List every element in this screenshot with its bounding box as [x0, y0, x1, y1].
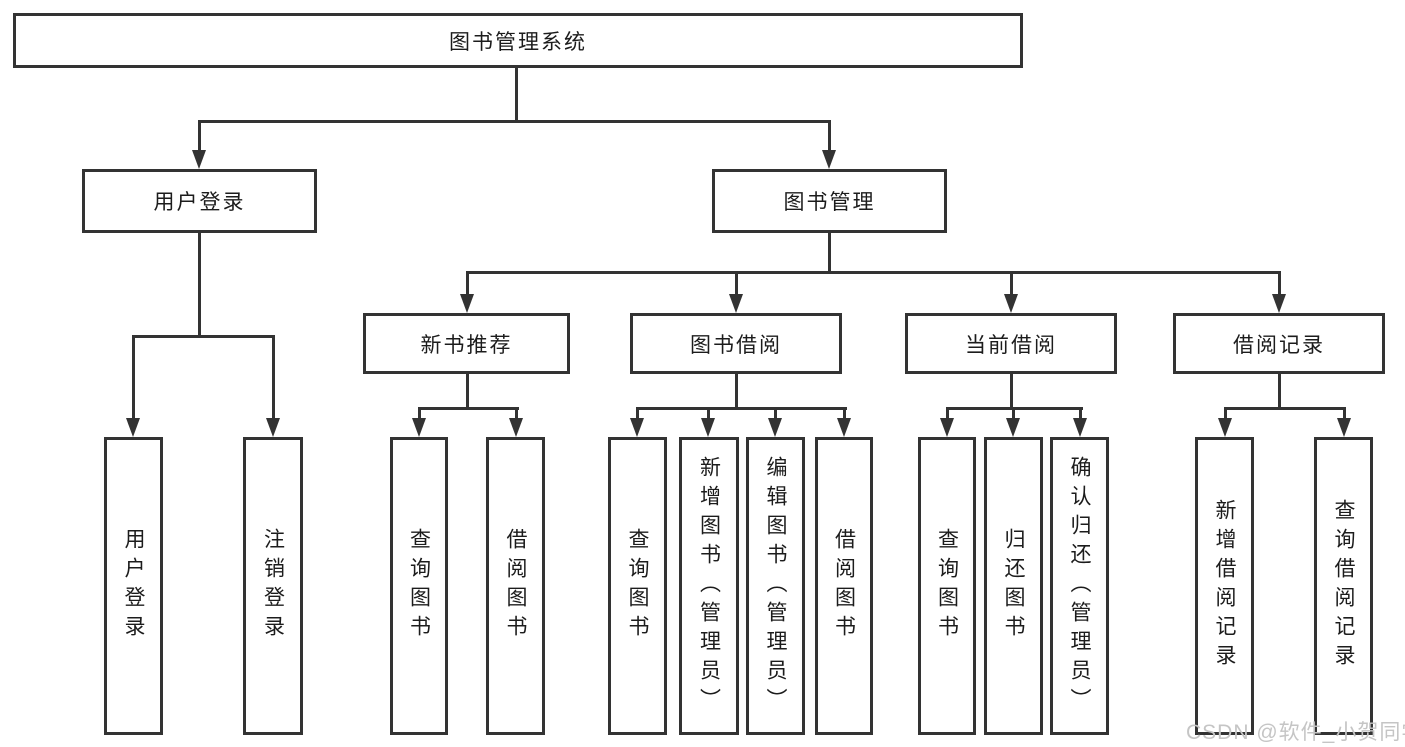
node-user-login-label: 用户登录	[153, 191, 246, 214]
connector-stem-new-books	[466, 374, 469, 407]
connector-rail-root	[198, 120, 831, 123]
leaf-return-book: 归还图书	[984, 437, 1043, 735]
leaf-user-login: 用户登录	[104, 437, 163, 735]
node-book-management-label: 图书管理	[783, 191, 876, 214]
connector-drop	[1012, 407, 1015, 420]
leaf-edit-book-admin: 编辑图书（管理员）	[746, 437, 805, 735]
leaf-logout: 注销登录	[243, 437, 303, 735]
arrow-down-icon	[837, 418, 851, 437]
arrow-down-icon	[701, 418, 715, 437]
arrow-down-icon	[1218, 418, 1232, 437]
connector-rail-book-borrow	[636, 407, 847, 410]
connector-drop	[946, 407, 949, 420]
connector-drop	[1278, 271, 1281, 296]
arrow-down-icon	[729, 294, 743, 313]
connector-drop	[466, 271, 469, 296]
connector-drop	[418, 407, 421, 420]
leaf-query-books-recommend-label: 查询图书	[407, 528, 431, 644]
connector-drop	[132, 335, 135, 420]
arrow-down-icon	[192, 150, 206, 169]
connector-drop	[1010, 271, 1013, 296]
arrow-down-icon	[126, 418, 140, 437]
node-root-system: 图书管理系统	[13, 13, 1023, 68]
node-root-label: 图书管理系统	[449, 30, 587, 54]
connector-drop	[828, 120, 831, 152]
arrow-down-icon	[940, 418, 954, 437]
arrow-down-icon	[1006, 418, 1020, 437]
leaf-query-books-borrow: 查询图书	[608, 437, 667, 735]
node-current-borrow-label: 当前借阅	[965, 333, 1057, 357]
node-current-borrow: 当前借阅	[905, 313, 1117, 374]
leaf-logout-label: 注销登录	[261, 528, 285, 644]
connector-rail-borrow-records	[1224, 407, 1346, 410]
leaf-add-book-admin-label: 新增图书（管理员）	[697, 455, 721, 717]
leaf-query-borrow-record-label: 查询借阅记录	[1332, 499, 1355, 673]
connector-stem-book-management	[828, 233, 831, 271]
connector-drop	[1343, 407, 1346, 420]
arrow-down-icon	[1272, 294, 1286, 313]
leaf-edit-book-admin-label: 编辑图书（管理员）	[764, 455, 787, 717]
connector-stem-root	[515, 68, 518, 120]
leaf-user-login-label: 用户登录	[122, 528, 145, 644]
connector-rail-user-login	[132, 335, 275, 338]
connector-stem-current-borrow	[1010, 374, 1013, 407]
connector-drop	[1224, 407, 1227, 420]
connector-drop	[515, 407, 518, 420]
leaf-query-books-recommend: 查询图书	[390, 437, 448, 735]
connector-drop	[735, 271, 738, 296]
leaf-query-borrow-record: 查询借阅记录	[1314, 437, 1373, 735]
leaf-return-book-label: 归还图书	[1002, 528, 1025, 644]
connector-drop	[1079, 407, 1082, 420]
connector-drop	[774, 407, 777, 420]
arrow-down-icon	[822, 150, 836, 169]
connector-stem-user-login	[198, 233, 201, 335]
node-user-login: 用户登录	[82, 169, 317, 233]
leaf-borrow-books-recommend: 借阅图书	[486, 437, 545, 735]
connector-stem-book-borrow	[735, 374, 738, 407]
connector-rail-book-management	[466, 271, 1281, 274]
node-book-borrow-label: 图书借阅	[690, 333, 782, 357]
leaf-add-borrow-record: 新增借阅记录	[1195, 437, 1254, 735]
arrow-down-icon	[1004, 294, 1018, 313]
connector-drop	[843, 407, 846, 420]
arrow-down-icon	[460, 294, 474, 313]
node-book-borrow: 图书借阅	[630, 313, 842, 374]
leaf-add-book-admin: 新增图书（管理员）	[679, 437, 739, 735]
leaf-query-books-current-label: 查询图书	[935, 528, 959, 644]
leaf-borrow-books: 借阅图书	[815, 437, 873, 735]
connector-drop	[636, 407, 639, 420]
leaf-add-borrow-record-label: 新增借阅记录	[1213, 499, 1236, 673]
arrow-down-icon	[509, 418, 523, 437]
arrow-down-icon	[630, 418, 644, 437]
node-new-book-recommend: 新书推荐	[363, 313, 570, 374]
leaf-confirm-return-admin: 确认归还（管理员）	[1050, 437, 1109, 735]
arrow-down-icon	[412, 418, 426, 437]
arrow-down-icon	[266, 418, 280, 437]
leaf-confirm-return-admin-label: 确认归还（管理员）	[1068, 455, 1091, 717]
connector-drop	[272, 335, 275, 420]
connector-rail-new-books	[418, 407, 519, 410]
leaf-query-books-borrow-label: 查询图书	[626, 528, 649, 644]
node-borrow-records: 借阅记录	[1173, 313, 1385, 374]
arrow-down-icon	[1073, 418, 1087, 437]
leaf-borrow-books-recommend-label: 借阅图书	[504, 528, 527, 644]
node-borrow-records-label: 借阅记录	[1233, 333, 1325, 357]
leaf-borrow-books-label: 借阅图书	[832, 528, 856, 644]
connector-drop	[707, 407, 710, 420]
arrow-down-icon	[1337, 418, 1351, 437]
connector-stem-borrow-records	[1278, 374, 1281, 407]
csdn-watermark: CSDN @软件_小贺同学	[1186, 721, 1405, 744]
node-book-management: 图书管理	[712, 169, 947, 233]
connector-drop	[198, 120, 201, 152]
node-new-book-recommend-label: 新书推荐	[420, 333, 513, 357]
arrow-down-icon	[768, 418, 782, 437]
leaf-query-books-current: 查询图书	[918, 437, 976, 735]
